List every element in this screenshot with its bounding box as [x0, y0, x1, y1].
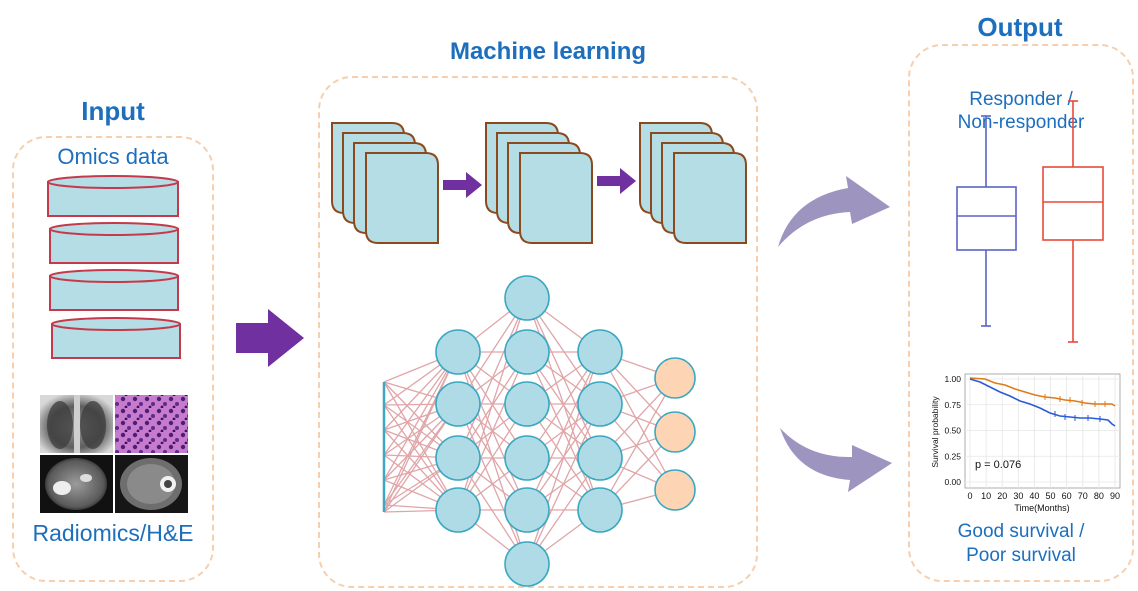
histology-he-image [115, 395, 188, 453]
input-title: Input [81, 96, 145, 126]
neural-network-nodes [435, 275, 696, 587]
conv-block-2 [485, 122, 593, 244]
nn-edge [383, 351, 459, 481]
nn-output-node [654, 411, 696, 453]
survival-label-line2: Poor survival [966, 545, 1076, 566]
km-y-tick-label: 0.25 [944, 451, 961, 461]
km-curve-blue [969, 378, 1116, 427]
km-y-tick-label: 0.50 [944, 426, 961, 436]
nn-hidden-node [504, 435, 550, 481]
km-x-ticks: 0 10 20 30 40 50 60 70 80 90 [967, 491, 1120, 501]
omics-database-stack [47, 175, 181, 359]
km-plot-area [964, 373, 1121, 489]
km-y-tick-label: 0.00 [944, 477, 961, 487]
nn-edge [457, 351, 528, 511]
database-cylinder-2 [49, 222, 179, 264]
km-x-tick-label: 90 [1110, 491, 1120, 501]
responder-boxplot [956, 100, 1104, 343]
km-x-tick-label: 0 [967, 491, 972, 501]
imaging-thumbnails [40, 395, 188, 513]
omics-data-label: Omics data [57, 144, 169, 169]
km-x-tick-label: 10 [981, 491, 991, 501]
km-y-ticks: 1.00 0.75 0.50 0.25 0.00 [944, 374, 961, 487]
boxplot-responder-blue [956, 115, 1017, 327]
nn-edge [383, 381, 459, 511]
nn-edge [457, 297, 528, 459]
km-x-tick-label: 40 [1029, 491, 1039, 501]
nn-edge [526, 403, 601, 565]
machine-learning-panel [318, 76, 758, 588]
km-censor-marks [1044, 394, 1106, 407]
input-panel [12, 136, 214, 582]
conv-arrow-2 [597, 168, 636, 194]
nn-edge [526, 351, 601, 511]
nn-hidden-node [504, 541, 550, 587]
km-x-tick-label: 50 [1046, 491, 1056, 501]
brain-mri-contrast-image [115, 455, 188, 513]
km-y-tick-label: 0.75 [944, 400, 961, 410]
input-to-model-arrow [236, 309, 304, 367]
km-x-tick-label: 70 [1078, 491, 1088, 501]
km-x-axis-label: Time(Months) [1014, 503, 1069, 513]
nn-hidden-node [504, 329, 550, 375]
conv-arrow-1 [443, 172, 482, 198]
km-x-tick-label: 20 [997, 491, 1007, 501]
nn-hidden-node [504, 487, 550, 533]
nn-hidden-node [435, 487, 481, 533]
radiomics-he-label: Radiomics/H&E [32, 520, 194, 546]
database-cylinder-1 [47, 175, 179, 217]
curved-arrow-to-survival [780, 428, 892, 492]
conv-block-1 [331, 122, 439, 244]
database-cylinder-3 [49, 269, 179, 311]
survival-label-line1: Good survival / [957, 521, 1085, 542]
kaplan-meier-plot: 1.00 0.75 0.50 0.25 0.00 0 10 20 30 40 50 60 70 80 90… [930, 373, 1121, 513]
km-curve-orange [969, 377, 1116, 407]
chest-xray-image [40, 395, 113, 453]
machine-learning-title: Machine learning [449, 38, 647, 65]
nn-hidden-node [577, 435, 623, 481]
curved-arrow-to-responder [778, 176, 890, 247]
km-x-tick-label: 60 [1062, 491, 1072, 501]
nn-hidden-node [435, 435, 481, 481]
database-cylinder-4 [51, 317, 181, 359]
km-p-value: p = 0.076 [975, 459, 1021, 471]
nn-hidden-node [577, 487, 623, 533]
nn-hidden-node [435, 381, 481, 427]
km-censor-marks-blue [1054, 411, 1101, 422]
nn-output-node [654, 357, 696, 399]
conv-block-3 [639, 122, 747, 244]
nn-output-node [654, 469, 696, 511]
nn-hidden-node [504, 381, 550, 427]
nn-hidden-node [577, 381, 623, 427]
responder-label-line2: Non-responder [957, 112, 1085, 133]
output-panel [908, 44, 1134, 582]
km-y-axis-label: Survival probability [930, 396, 940, 468]
nn-edge [599, 377, 676, 511]
brain-mri-t2-image [40, 455, 113, 513]
boxplot-nonresponder-red [1042, 100, 1104, 343]
nn-edge [383, 351, 459, 513]
nn-edge [599, 351, 676, 491]
km-x-tick-label: 80 [1094, 491, 1104, 501]
km-y-tick-label: 1.00 [944, 374, 961, 384]
km-gridlines [965, 374, 1120, 488]
nn-hidden-node [435, 329, 481, 375]
output-title: Output [977, 12, 1063, 42]
km-x-tick-label: 30 [1013, 491, 1023, 501]
nn-hidden-node [577, 329, 623, 375]
responder-label-line1: Responder / [969, 89, 1073, 110]
nn-hidden-node [504, 275, 550, 321]
